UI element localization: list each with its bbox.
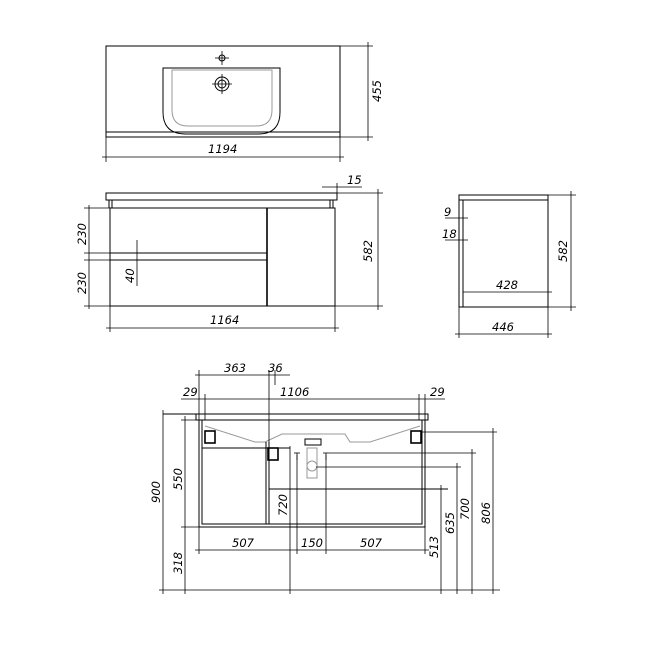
dim-363: 363 xyxy=(224,361,246,375)
hinge-right-icon xyxy=(410,430,422,444)
dim-29-right: 29 xyxy=(430,385,445,399)
cabinet-frame xyxy=(198,419,426,528)
dim-1194: 1194 xyxy=(208,142,237,156)
dim-29-left: 29 xyxy=(183,385,198,399)
dim-550: 550 xyxy=(171,468,185,490)
top-view: 455 1194 xyxy=(102,42,384,162)
side-view: 9 18 428 446 582 xyxy=(442,191,576,338)
side-outline xyxy=(458,194,549,308)
dim-40: 40 xyxy=(123,268,137,283)
hinge-left-icon xyxy=(204,430,216,444)
dim-150: 150 xyxy=(301,536,323,550)
dim-700: 700 xyxy=(458,498,472,520)
front-view: 230 230 40 1164 582 15 xyxy=(75,173,383,332)
dim-318: 318 xyxy=(171,552,185,574)
dim-513: 513 xyxy=(427,536,441,558)
dim-582-side: 582 xyxy=(556,240,570,262)
installation-view: 363 36 29 1106 29 900 550 318 720 507 15… xyxy=(149,361,500,594)
drain-icon xyxy=(212,74,232,94)
cabinet-body xyxy=(109,207,336,307)
dim-428: 428 xyxy=(496,278,518,292)
dim-18: 18 xyxy=(442,227,457,241)
dim-36: 36 xyxy=(268,361,283,375)
dim-230-bottom: 230 xyxy=(75,272,89,294)
faucet-hole-icon xyxy=(215,51,229,65)
dim-1106: 1106 xyxy=(280,385,309,399)
dim-900: 900 xyxy=(149,481,163,503)
dim-582-front: 582 xyxy=(361,240,375,262)
drawer-gap xyxy=(109,252,268,261)
dim-806: 806 xyxy=(479,502,493,524)
dim-446: 446 xyxy=(492,320,514,334)
dim-230-top: 230 xyxy=(75,223,89,245)
siphon-icon xyxy=(294,438,329,479)
basin-outer xyxy=(162,67,281,135)
basin-inner xyxy=(171,69,273,127)
countertop xyxy=(105,192,338,201)
dim-635: 635 xyxy=(443,512,457,534)
dim-507-left: 507 xyxy=(232,536,255,550)
dim-15: 15 xyxy=(347,173,362,187)
dim-9: 9 xyxy=(444,205,451,219)
hinge-center-icon xyxy=(267,447,279,461)
dim-720: 720 xyxy=(276,494,290,516)
dim-455: 455 xyxy=(370,80,384,102)
dim-1164: 1164 xyxy=(210,313,239,327)
countertop-outline xyxy=(105,45,341,138)
dim-507-right: 507 xyxy=(360,536,383,550)
